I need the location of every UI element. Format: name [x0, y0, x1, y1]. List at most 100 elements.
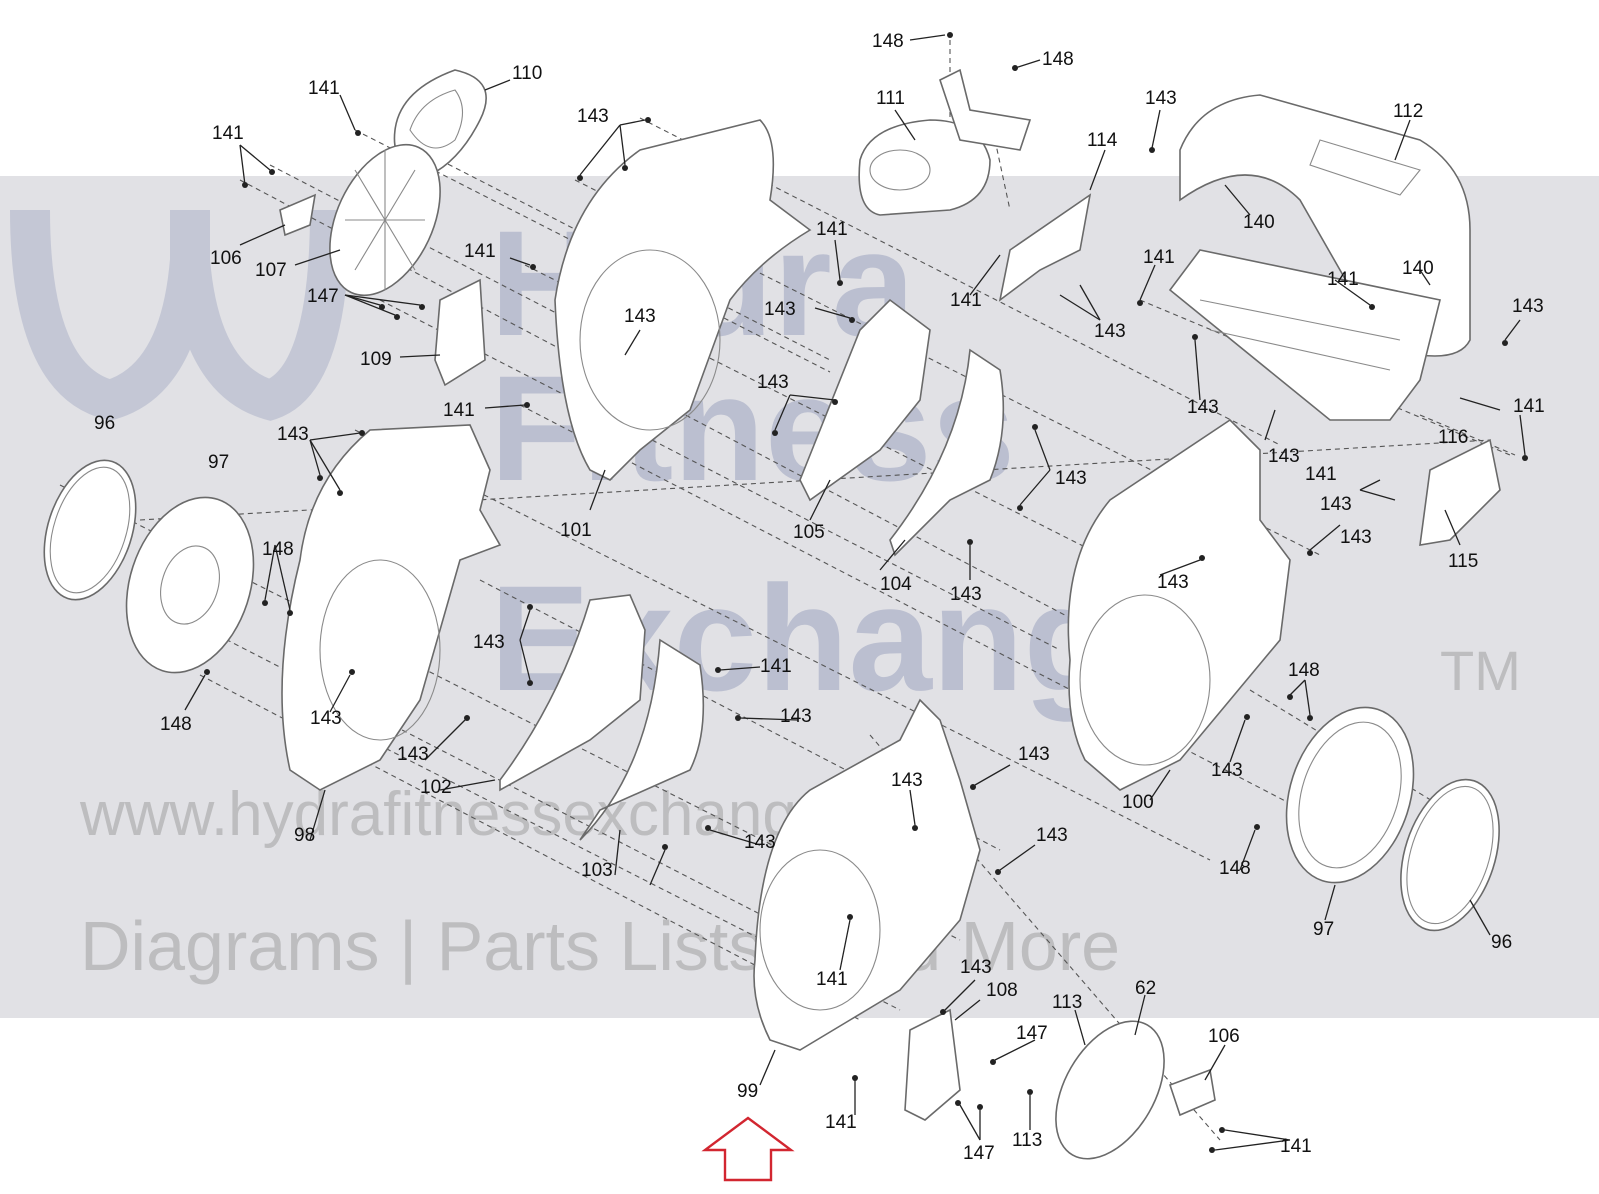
callout-141: 141: [464, 241, 496, 262]
callout-141: 141: [816, 219, 848, 240]
callout-143: 143: [891, 770, 923, 791]
callout-103: 103: [581, 860, 613, 881]
callout-104: 104: [880, 574, 912, 595]
callout-115: 115: [1448, 551, 1478, 572]
part-102: [499, 594, 646, 792]
callout-101: 101: [560, 520, 592, 541]
watermark-trademark: TM: [1440, 639, 1521, 702]
callout-102: 102: [420, 777, 452, 798]
callout-141: 141: [1280, 1136, 1312, 1157]
part-105: [799, 298, 931, 502]
callout-141: 141: [825, 1112, 857, 1133]
callout-148: 148: [262, 539, 294, 560]
callout-143: 143: [277, 424, 309, 445]
callout-143: 143: [744, 832, 776, 853]
callout-143: 143: [473, 632, 505, 653]
part-96-right: [1400, 778, 1500, 932]
callout-143: 143: [624, 306, 656, 327]
part-115: [1419, 438, 1501, 546]
callout-107: 107: [255, 260, 287, 281]
callout-141: 141: [760, 656, 792, 677]
part-104: [889, 348, 1005, 557]
callout-141: 141: [1305, 464, 1337, 485]
callout-143: 143: [1036, 825, 1068, 846]
callout-141: 141: [816, 969, 848, 990]
callout-143: 143: [1145, 88, 1177, 109]
callout-113: 113: [1012, 1130, 1042, 1151]
part-111: [858, 119, 991, 216]
callout-108: 108: [986, 980, 1018, 1001]
callout-111: 111: [876, 88, 905, 109]
callout-141: 141: [212, 123, 244, 144]
part-97-left: [125, 496, 255, 674]
callout-116: 116: [1438, 427, 1468, 448]
callout-148: 148: [1042, 49, 1074, 70]
callout-143: 143: [1055, 468, 1087, 489]
callout-106: 106: [1208, 1026, 1240, 1047]
callout-141: 141: [308, 78, 340, 99]
callout-143: 143: [780, 706, 812, 727]
callout-140: 140: [1243, 212, 1275, 233]
part-96-left: [43, 459, 137, 601]
callout-143: 143: [1512, 296, 1544, 317]
fastener-dots: [204, 32, 1528, 1153]
callout-147: 147: [963, 1143, 995, 1164]
callout-141: 141: [950, 290, 982, 311]
callout-141: 141: [443, 400, 475, 421]
callout-143: 143: [1157, 572, 1189, 593]
part-62: [1055, 1020, 1165, 1160]
callout-143: 143: [1320, 494, 1352, 515]
callout-98: 98: [294, 825, 315, 846]
callout-143: 143: [764, 299, 796, 320]
callout-141: 141: [1143, 247, 1175, 268]
callout-143: 143: [397, 744, 429, 765]
part-99: [753, 698, 981, 1051]
callout-143: 143: [1268, 446, 1300, 467]
watermark-logo-icon: [10, 209, 350, 421]
callout-148: 148: [1288, 660, 1320, 681]
callout-97: 97: [208, 452, 229, 473]
callout-62: 62: [1135, 978, 1156, 999]
callout-143: 143: [757, 372, 789, 393]
callout-106: 106: [210, 248, 242, 269]
callout-96: 96: [1491, 932, 1512, 953]
parts: [43, 68, 1501, 1160]
callout-148: 148: [872, 31, 904, 52]
callout-143: 143: [1094, 321, 1126, 342]
callout-147: 147: [307, 286, 339, 307]
callout-labels: 148 148 111 141 110 141 143 143 112 114 …: [94, 31, 1545, 1164]
part-101: [554, 119, 812, 481]
part-108: [904, 1008, 961, 1121]
callout-105: 105: [793, 522, 825, 543]
callout-143: 143: [950, 584, 982, 605]
callout-97: 97: [1313, 919, 1334, 940]
part-100: [1067, 418, 1291, 791]
callout-141: 141: [1513, 396, 1545, 417]
callout-99: 99: [737, 1081, 758, 1102]
callout-100: 100: [1122, 792, 1154, 813]
callout-96: 96: [94, 413, 115, 434]
callout-147: 147: [1016, 1023, 1048, 1044]
part-106-right: [1168, 1068, 1216, 1117]
callout-143: 143: [1187, 397, 1219, 418]
callout-143: 143: [1211, 760, 1243, 781]
callout-141: 141: [1327, 269, 1359, 290]
highlight-arrow-icon: [701, 1116, 795, 1182]
part-109: [434, 278, 486, 387]
part-114: [998, 193, 1092, 302]
callout-148: 148: [160, 714, 192, 735]
part-103: [579, 638, 705, 841]
leader-lines: [184, 34, 1526, 1151]
callout-143: 143: [577, 106, 609, 127]
callout-143: 143: [960, 957, 992, 978]
callout-143: 143: [310, 708, 342, 729]
callout-143: 143: [1340, 527, 1372, 548]
callout-148: 148: [1219, 858, 1251, 879]
callout-143: 143: [1018, 744, 1050, 765]
callout-112: 112: [1393, 101, 1423, 122]
callout-110: 110: [512, 63, 542, 84]
callout-113: 113: [1052, 992, 1082, 1013]
callout-109: 109: [360, 349, 392, 370]
